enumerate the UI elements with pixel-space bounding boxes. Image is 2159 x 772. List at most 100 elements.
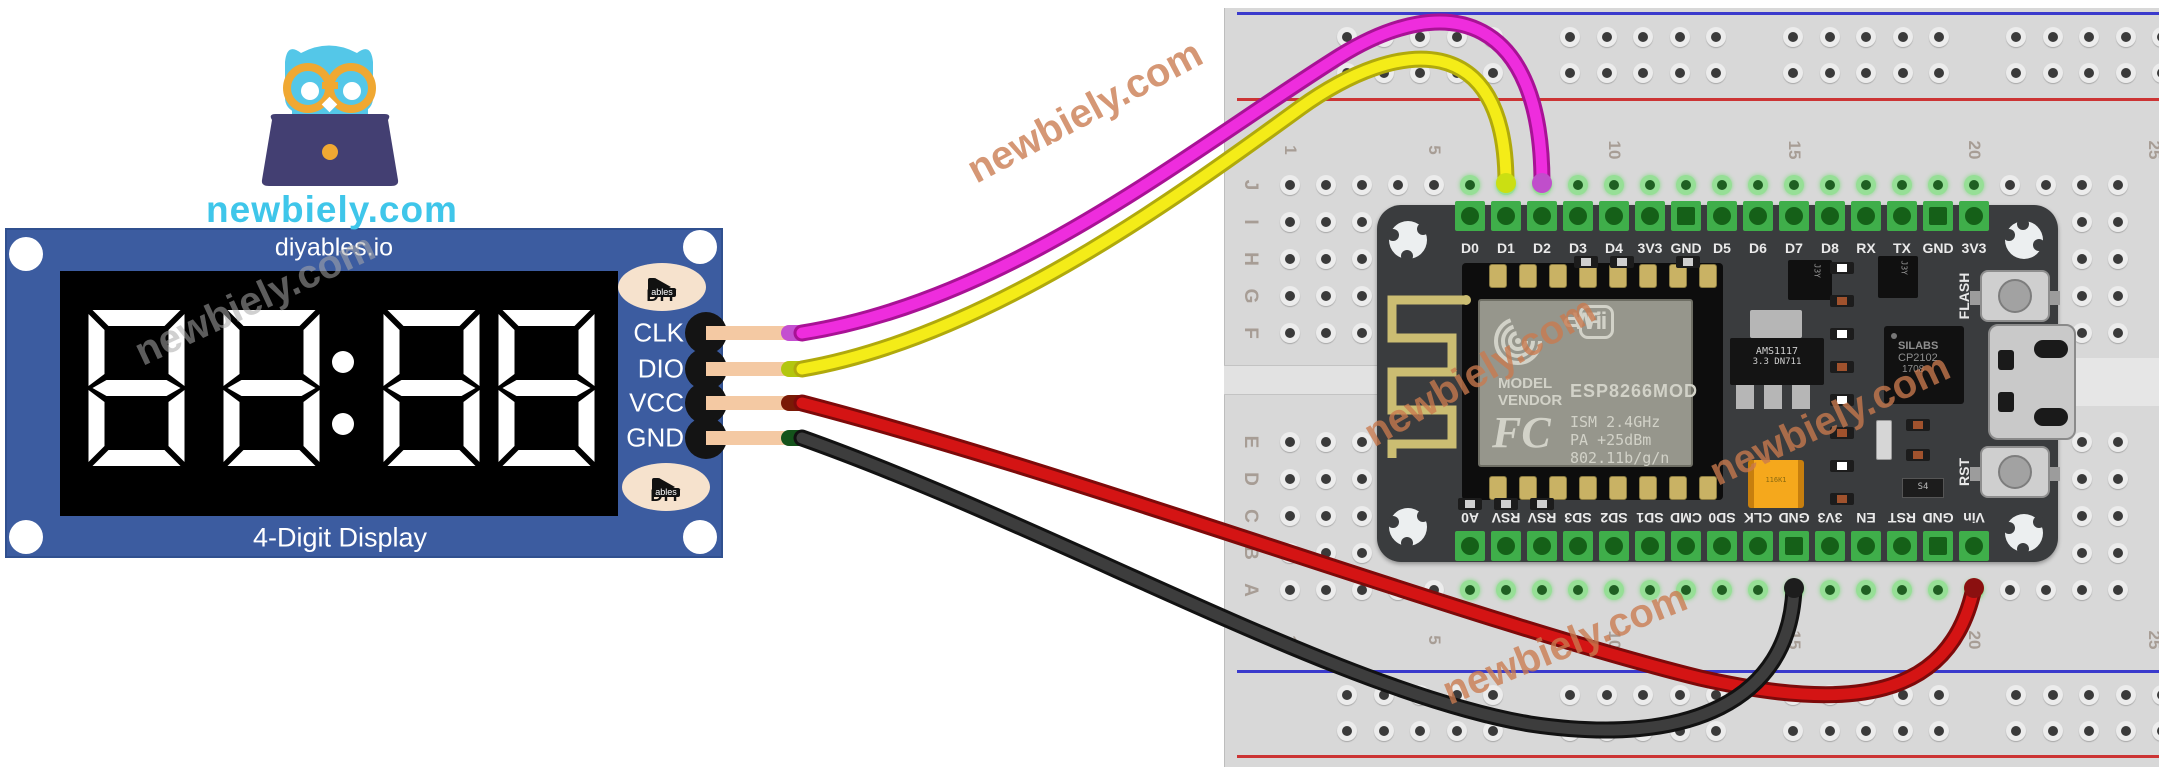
breadboard-hole: [1669, 27, 1690, 47]
breadboard-hole: [1560, 721, 1580, 741]
breadboard-hole: [1424, 175, 1444, 195]
breadboard-hole: [2006, 27, 2026, 47]
breadboard-hole: [1819, 27, 1840, 47]
breadboard-hole: [1783, 685, 1803, 705]
esp-pin-tx: [1887, 201, 1917, 231]
breadboard-hole: [1352, 469, 1372, 489]
breadboard-hole: [1596, 63, 1617, 83]
power-rail-red-line-bottom: [1237, 755, 2159, 758]
capacitor-label: 116K1: [1765, 476, 1787, 484]
breadboard-hole: [2000, 580, 2020, 600]
breadboard-hole: [1483, 721, 1504, 741]
smd-resistor: [1676, 256, 1700, 268]
breadboard-hole: [2152, 685, 2159, 705]
esp-pin-label: GND: [1778, 510, 1810, 526]
breadboard-hole: [2072, 175, 2092, 195]
chip-line3: 1708: [1902, 364, 1925, 375]
esp-pin-rsv: [1491, 531, 1521, 561]
esp-pin-a0: [1455, 531, 1485, 561]
breadboard-hole: [1633, 63, 1654, 83]
breadboard-hole: [1819, 685, 1840, 705]
tantalum-capacitor: 116K1: [1748, 460, 1804, 508]
wifi-swirl-icon: [1494, 317, 1542, 365]
breadboard-hole-active: [1892, 175, 1912, 195]
breadboard-hole: [2108, 469, 2128, 489]
esp-pin-label: D0: [1461, 240, 1479, 256]
breadboard-hole: [2079, 685, 2100, 705]
column-number: 5: [1425, 635, 1444, 645]
breadboard-hole-active: [1928, 580, 1948, 600]
breadboard-hole: [1929, 27, 1950, 47]
wire-connector-dio: [781, 361, 808, 377]
esp-mounting-hole: [1387, 221, 1429, 262]
display-label: 4-Digit Display: [252, 522, 428, 553]
breadboard-hole: [2072, 580, 2092, 600]
breadboard-hole: [1633, 721, 1654, 741]
breadboard-hole: [1783, 27, 1803, 47]
breadboard-hole: [2108, 249, 2128, 269]
breadboard-hole: [1856, 27, 1877, 47]
breadboard-hole: [1669, 63, 1690, 83]
esp-pin-label: RX: [1856, 240, 1876, 256]
smd-resistor: [1830, 361, 1854, 373]
esp-pin-label: CLK: [1743, 510, 1773, 526]
smd-resistor: [1830, 460, 1854, 472]
esp-mounting-hole: [2003, 514, 2045, 555]
column-number: 15: [1785, 630, 1804, 650]
breadboard-hole-active: [1532, 580, 1552, 600]
esp-pin-clk: [1743, 531, 1773, 561]
power-rail-blue-line-top: [1237, 12, 2159, 15]
esp-pin-label: Vin: [1963, 510, 1985, 526]
column-number: 5: [1425, 145, 1444, 155]
esp-pin-rst: [1887, 531, 1917, 561]
breadboard-hole: [1706, 721, 1727, 741]
breadboard-hole: [1352, 286, 1372, 306]
breadboard-hole: [2072, 506, 2092, 526]
smd-resistor: [1906, 419, 1930, 431]
breadboard-hole: [1280, 175, 1300, 195]
breadboard-hole: [2108, 432, 2128, 452]
breadboard-hole: [2042, 27, 2063, 47]
smd-s4: S4: [1902, 478, 1944, 498]
flash-button-label: FLASH: [1956, 272, 1972, 320]
breadboard-hole-active: [1964, 175, 1984, 195]
module-pad: [1579, 476, 1597, 500]
breadboard-hole-active: [1676, 580, 1696, 600]
breadboard-hole: [1388, 580, 1408, 600]
breadboard-hole: [1410, 721, 1431, 741]
breadboard-hole-active: [1604, 580, 1624, 600]
display-pin-stub: [706, 431, 798, 445]
esp-pin-rsv: [1527, 531, 1557, 561]
breadboard-hole-active: [1460, 175, 1480, 195]
regulator-leg: [1764, 385, 1782, 409]
breadboard-hole-active: [1964, 580, 1984, 600]
breadboard-hole: [1929, 63, 1950, 83]
esp-pin-gnd: [1671, 201, 1701, 231]
breadboard-hole-active: [1748, 580, 1768, 600]
display-pin-stub: [706, 326, 798, 340]
power-rail-blue-line-bottom: [1237, 670, 2159, 673]
breadboard-hole: [2108, 175, 2128, 195]
esp-pin-label: SD2: [1600, 510, 1628, 526]
breadboard-hole: [1352, 212, 1372, 232]
smd-component: [1876, 420, 1892, 460]
mounting-hole: [683, 230, 717, 264]
breadboard-hole: [2079, 27, 2100, 47]
breadboard-hole: [2115, 63, 2136, 83]
smd-resistor: [1830, 328, 1854, 340]
column-number: 20: [1965, 630, 1984, 650]
module-pad: [1489, 476, 1507, 500]
esp-pin-gnd: [1923, 531, 1953, 561]
breadboard-hole: [2042, 63, 2063, 83]
module-pad: [1669, 476, 1687, 500]
breadboard-hole-active: [1712, 175, 1732, 195]
row-letter: H: [1240, 252, 1261, 266]
regulator-leg: [1736, 385, 1754, 409]
esp-pin-label: TX: [1893, 240, 1911, 256]
breadboard-hole: [1633, 27, 1654, 47]
fcc-logo: FC: [1492, 408, 1551, 457]
column-number: 10: [1605, 630, 1624, 650]
module-pad: [1489, 264, 1507, 288]
breadboard-hole-active: [1568, 580, 1588, 600]
esp-pin-rx: [1851, 201, 1881, 231]
